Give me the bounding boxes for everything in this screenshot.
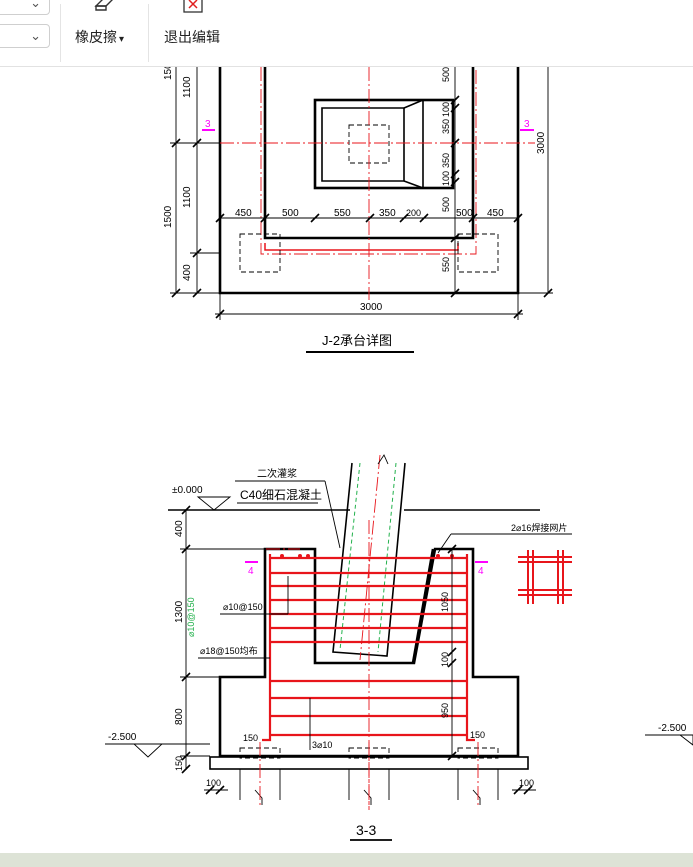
dim-inner-550: 550 <box>441 257 451 272</box>
eraser-icon <box>94 0 113 11</box>
exit-edit-button[interactable]: 退出编辑 <box>156 0 234 66</box>
cad-drawing: .k { stroke:#000; fill:none; } .thick { … <box>105 63 693 841</box>
dim-inner-100: 100 <box>440 652 450 667</box>
dim-right-3000: 3000 <box>536 131 547 154</box>
rebar-label-green: ⌀10@150 <box>186 597 196 637</box>
dim-row-500b: 500 <box>456 208 473 219</box>
toolbar-divider <box>148 4 149 62</box>
section-mark-4-right: 4 <box>478 566 484 577</box>
dim-row-450b: 450 <box>487 208 504 219</box>
dropdown-top[interactable]: ⌄ <box>0 0 50 15</box>
dim-left-1300: 1300 <box>174 600 185 623</box>
dim-left-1500: 1500 <box>163 205 174 228</box>
dim-150-left: 150 <box>243 733 258 743</box>
section-mark-4-left: 4 <box>248 566 254 577</box>
section-mark-left: 3 <box>205 119 211 130</box>
eraser-button[interactable]: 橡皮擦▾ <box>66 0 142 66</box>
dim-inner-100a: 100 <box>441 102 451 117</box>
drawing-title-3-3: 3-3 <box>356 822 376 838</box>
dim-100-right: 100 <box>519 778 534 788</box>
dim-inner-350b: 350 <box>441 153 451 168</box>
dim-inner-950: 950 <box>440 703 450 718</box>
dim-inner-1050: 1050 <box>440 592 450 612</box>
dim-left-150: 150 <box>163 67 174 80</box>
pile-cap-plan-view: 3 3 150 1100 1100 1500 400 <box>163 63 553 353</box>
dim-row-450a: 450 <box>235 208 252 219</box>
note-mesh: 2⌀16焊接网片 <box>511 522 567 533</box>
dim-left-800: 800 <box>174 708 185 725</box>
rebar-label-2: ⌀18@150均布 <box>200 645 258 656</box>
dim-row-350: 350 <box>379 208 396 219</box>
exit-edit-icon <box>183 0 203 13</box>
drawing-canvas[interactable]: .k { stroke:#000; fill:none; } .thick { … <box>0 63 693 853</box>
drawing-title-j2: J-2承台详图 <box>322 333 392 348</box>
note-grout: 二次灌浆 <box>257 467 297 480</box>
caret-down-icon: ▾ <box>119 34 125 45</box>
elevation-top: ±0.000 <box>172 485 203 496</box>
chevron-down-icon: ⌄ <box>30 0 41 10</box>
dropdown-bottom[interactable]: ⌄ <box>0 24 50 48</box>
dim-row-200: 200 <box>406 208 421 218</box>
note-concrete: C40细石混凝土 <box>240 487 322 502</box>
dim-row-550: 550 <box>334 208 351 219</box>
dim-left-1100b: 1100 <box>182 186 193 208</box>
dim-inner-500b: 500 <box>441 197 451 212</box>
dim-inner-500a: 500 <box>441 67 451 82</box>
eraser-label: 橡皮擦 <box>75 29 117 45</box>
dim-inner-100b: 100 <box>441 171 451 186</box>
editor-toolbar: ⌄ ⌄ 橡皮擦▾ 退出编辑 <box>0 0 693 67</box>
pile-cap-section-view: ±0.000 <box>105 454 693 841</box>
dim-row-500a: 500 <box>282 208 299 219</box>
section-mark-right: 3 <box>524 119 530 130</box>
dim-100-left: 100 <box>206 778 221 788</box>
rebar-label-1: ⌀10@150 <box>223 602 263 612</box>
status-strip <box>0 853 693 867</box>
exit-edit-label: 退出编辑 <box>164 29 220 45</box>
dim-inner-350a: 350 <box>441 119 451 134</box>
dim-left-1100a: 1100 <box>182 76 193 98</box>
dim-total-3000: 3000 <box>360 302 383 313</box>
toolbar-divider <box>60 4 61 62</box>
dim-left-400: 400 <box>182 264 193 281</box>
elevation-right: -2.500 <box>658 723 687 734</box>
dim-left-150: 150 <box>174 756 184 771</box>
elevation-bottom: -2.500 <box>108 732 137 743</box>
rebar-label-3: 3⌀10 <box>312 740 332 750</box>
dim-left-400: 400 <box>174 520 185 537</box>
dim-150-right: 150 <box>470 730 485 740</box>
chevron-down-icon: ⌄ <box>30 28 41 43</box>
